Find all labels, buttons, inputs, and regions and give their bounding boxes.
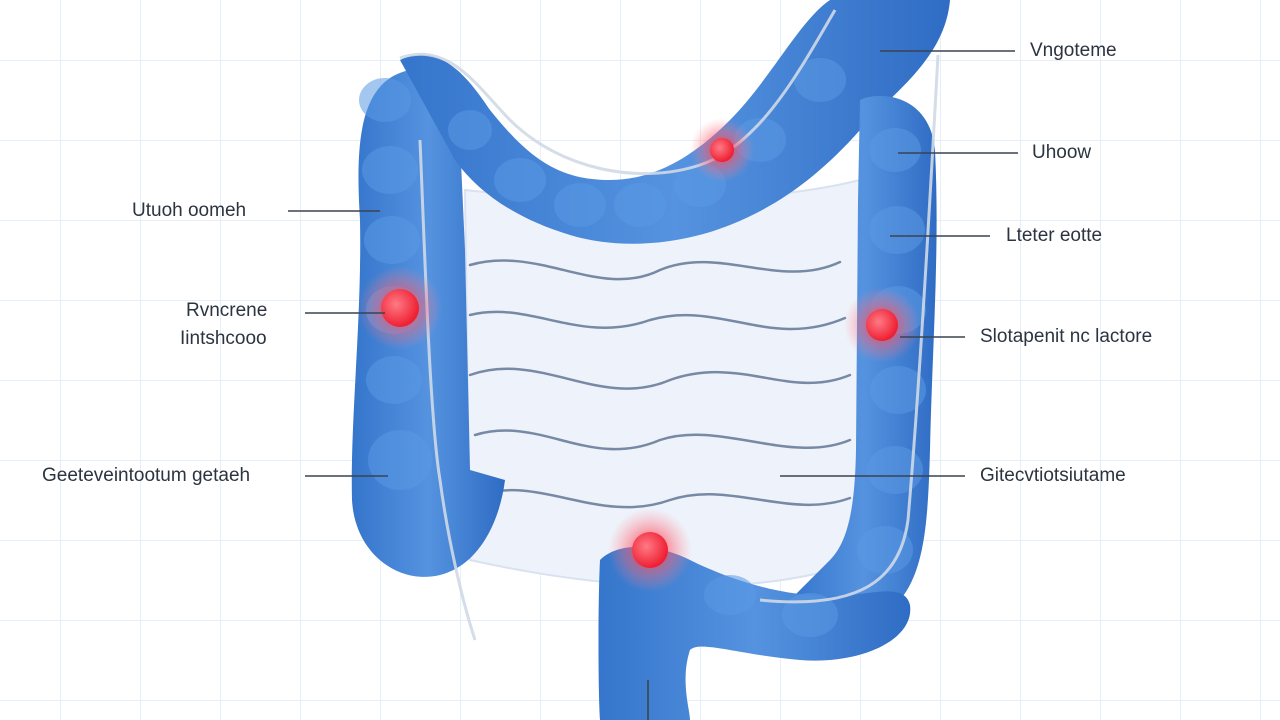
sigmoid-colon — [598, 546, 911, 720]
label-left-3: Geeteveintootum getaeh — [42, 465, 251, 486]
hotspot-descending — [844, 287, 920, 363]
label-left-2b: Iintshcooo — [180, 328, 267, 349]
label-right-1: Vngoteme — [1030, 40, 1117, 61]
hotspot-ascending — [358, 266, 442, 350]
hotspot-transverse — [690, 118, 754, 182]
label-left-1: Utuoh oomeh — [132, 200, 247, 221]
inflammation-hotspots — [358, 118, 920, 592]
leader-lines — [288, 50, 1018, 720]
label-left-2a: Rvncrene — [186, 300, 268, 321]
label-right-2: Uhoow — [1032, 142, 1092, 163]
label-right-5: Gitecvtiotsiutame — [980, 465, 1126, 486]
label-right-4: Slotapenit nc lactore — [980, 326, 1153, 347]
hotspot-sigmoid — [608, 508, 692, 592]
label-right-3: Lteter eotte — [1006, 225, 1103, 246]
